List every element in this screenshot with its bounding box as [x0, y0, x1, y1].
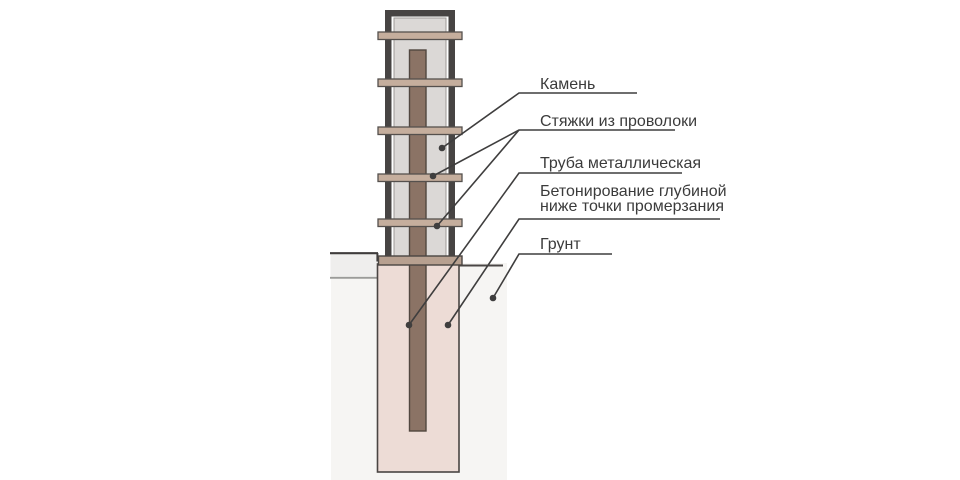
base-plate [377, 255, 463, 266]
wire-tie-band [377, 31, 463, 41]
metal-pipe [408, 49, 427, 432]
leader-line-stone [441, 92, 637, 149]
leader-dot-concrete [444, 321, 452, 329]
leader-dot-wire-tie-lower [433, 222, 441, 230]
leader-line-soil [492, 253, 612, 299]
label-concrete-line2: ниже точки промерзания [540, 198, 724, 215]
column-frame-top [385, 10, 455, 17]
label-metal-pipe: Труба металлическая [540, 155, 701, 172]
leader-dots [405, 144, 497, 329]
leader-dot-stone [438, 144, 446, 152]
wire-tie-band [377, 126, 463, 136]
pavement-slab-fill [330, 253, 378, 278]
label-soil: Грунт [540, 236, 581, 253]
leader-dot-metal-pipe [405, 321, 413, 329]
label-wire-ties: Стяжки из проволоки [540, 113, 697, 130]
label-concrete-line1: Бетонирование глубиной [540, 183, 727, 200]
leader-line-metal-pipe [408, 172, 682, 326]
wire-tie-band [377, 173, 463, 183]
leader-line-wire-ties-lower [436, 129, 520, 227]
leader-lines [408, 92, 720, 326]
leader-line-concrete [447, 218, 720, 326]
wire-tie-band [377, 78, 463, 88]
label-stone: Камень [540, 76, 595, 93]
leader-dot-soil [489, 294, 497, 302]
labels: Камень Стяжки из проволоки Труба металли… [540, 76, 727, 253]
wire-ties [377, 31, 463, 228]
leader-dot-wire-tie-upper [429, 172, 437, 180]
wire-tie-band [377, 218, 463, 228]
pavement-slab [330, 252, 379, 279]
